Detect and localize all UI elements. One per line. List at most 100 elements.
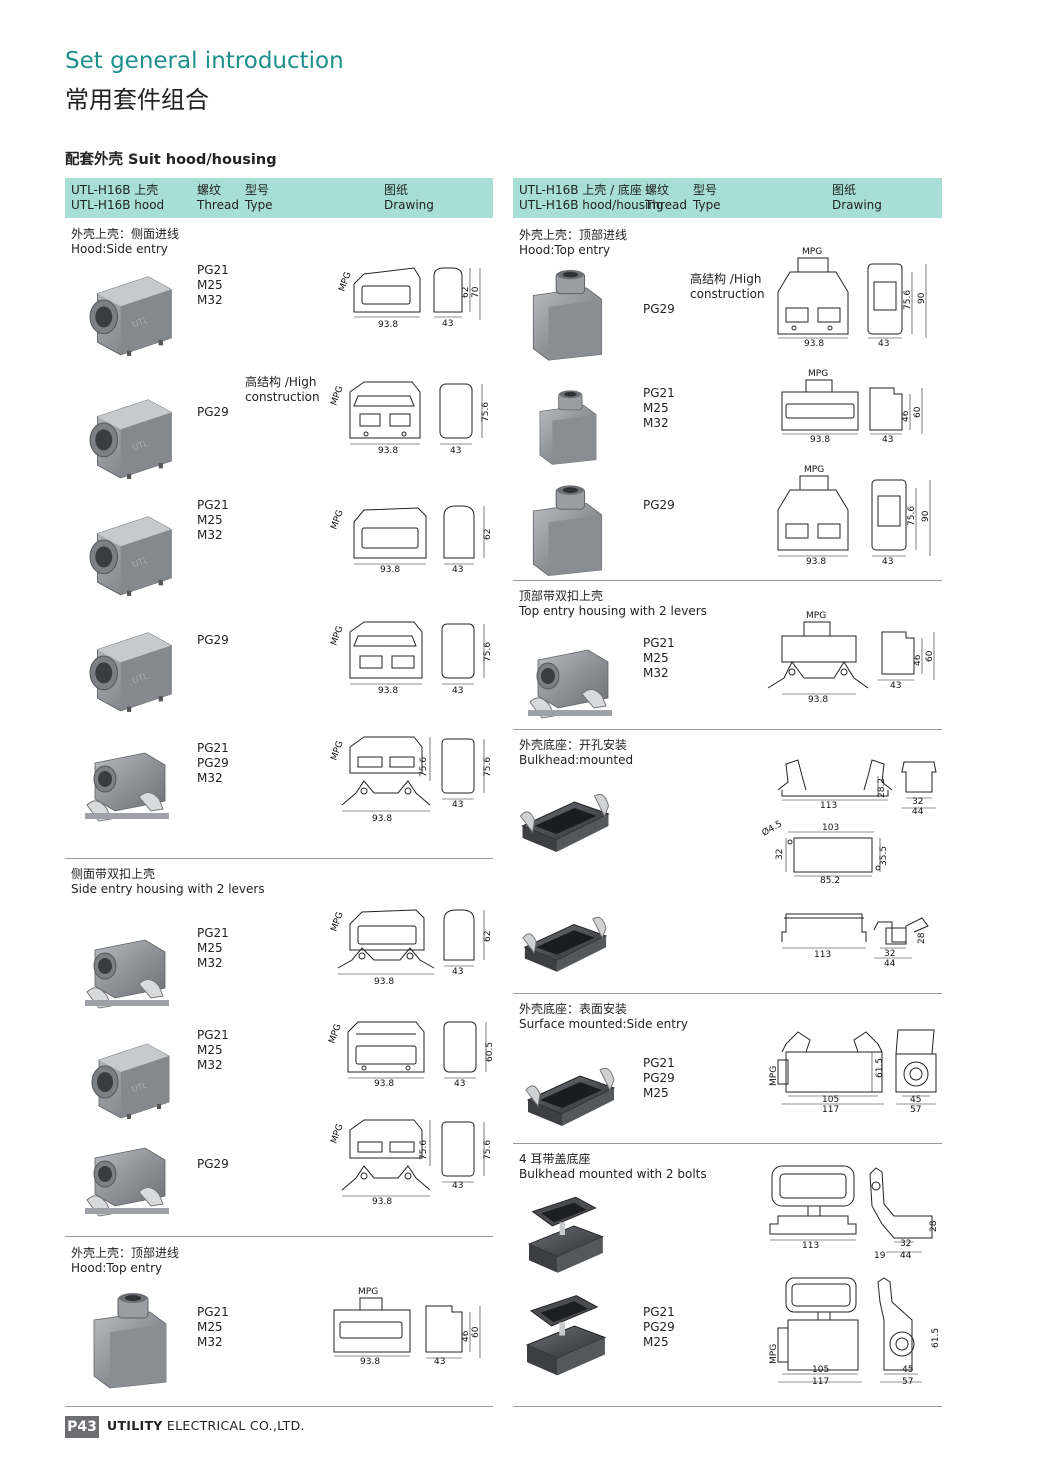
svg-text:35.5: 35.5: [879, 846, 889, 866]
svg-text:93.8: 93.8: [372, 1197, 392, 1207]
drawing-r7: 113 32 19 44 28: [769, 1165, 939, 1261]
svg-text:75.6: 75.6: [483, 757, 493, 777]
svg-text:MPG: MPG: [329, 385, 345, 407]
page-title-en: Set general introduction: [65, 48, 344, 74]
drawing-r3: MPG 93.8 43 75.6 90: [777, 465, 931, 567]
svg-text:93.8: 93.8: [804, 339, 824, 349]
drawing-r6: MPG 61.5 105 117 45 57: [769, 1029, 937, 1115]
thread-r3: PG29: [643, 498, 675, 512]
svg-text:43: 43: [452, 1181, 463, 1191]
hood-side-entry-low-photo: [89, 516, 172, 597]
svg-text:32: 32: [900, 1239, 911, 1249]
svg-text:43: 43: [882, 435, 893, 445]
drawing-l5: 93.8 MPG 75.6 43 75.6: [329, 736, 493, 824]
svg-text:MPG: MPG: [358, 1287, 378, 1297]
svg-text:MPG: MPG: [802, 247, 822, 257]
svg-text:113: 113: [820, 801, 837, 811]
svg-text:MPG: MPG: [329, 740, 345, 762]
thread-l4: PG29: [197, 633, 229, 647]
svg-text:43: 43: [450, 446, 461, 456]
hood-side-entry-photo: [89, 276, 172, 357]
svg-text:93.8: 93.8: [360, 1357, 380, 1367]
drawing-r4: MPG 93.8 43 46 60: [767, 611, 935, 705]
separator-l1: [65, 858, 493, 859]
svg-text:43: 43: [452, 686, 463, 696]
drawing-l3: 93.8 MPG 43 62: [329, 505, 493, 575]
thread-r4: PG21 M25 M32: [643, 636, 675, 680]
svg-text:46: 46: [901, 410, 911, 422]
svg-text:43: 43: [442, 319, 453, 329]
svg-text:MPG: MPG: [804, 465, 824, 475]
svg-text:43: 43: [434, 1357, 445, 1367]
svg-text:43: 43: [882, 557, 893, 567]
svg-text:62: 62: [461, 287, 471, 298]
svg-text:75.6: 75.6: [481, 402, 491, 422]
page-number-badge: P43: [65, 1416, 99, 1438]
svg-text:85.2: 85.2: [820, 876, 840, 886]
svg-text:43: 43: [452, 565, 463, 575]
svg-text:113: 113: [802, 1241, 819, 1251]
svg-text:MPG: MPG: [769, 1066, 779, 1086]
svg-text:61.5: 61.5: [931, 1328, 940, 1348]
hood-top-entry-photo: [93, 1292, 167, 1389]
svg-text:93.8: 93.8: [380, 565, 400, 575]
bulkhead-housing-photo: [519, 793, 610, 853]
thread-l1: PG21 M25 M32: [197, 263, 229, 307]
hood-side-entry-pg29-photo: [89, 632, 172, 713]
drawing-l2: 93.8 MPG 43 75.6: [329, 381, 491, 456]
svg-text:MPG: MPG: [337, 271, 353, 293]
svg-text:75.6: 75.6: [483, 642, 493, 662]
svg-text:44: 44: [900, 1251, 912, 1261]
note-high-construction-r: 高结构 /High construction: [690, 272, 765, 301]
svg-text:105: 105: [812, 1365, 829, 1375]
svg-text:43: 43: [878, 339, 889, 349]
svg-text:MPG: MPG: [769, 1344, 779, 1364]
separator-l2: [65, 1236, 493, 1237]
svg-text:61.5: 61.5: [875, 1058, 885, 1078]
drawing-r8: MPG 105 117 45 57 61.5: [769, 1277, 940, 1387]
svg-text:90: 90: [921, 510, 931, 522]
drawing-l1: 93.8 MPG 43 62 70: [337, 267, 481, 330]
hood-top-entry-low-photo: [539, 389, 597, 465]
thread-r6: PG21 PG29 M25: [643, 1056, 675, 1100]
svg-text:MPG: MPG: [329, 911, 345, 933]
svg-text:MPG: MPG: [329, 509, 345, 531]
drawing-l4: 93.8 MPG 43 75.6: [329, 621, 493, 696]
side-entry-lever-housing-2-photo: [91, 1043, 170, 1120]
svg-text:MPG: MPG: [806, 611, 826, 621]
svg-text:57: 57: [902, 1377, 913, 1387]
svg-text:105: 105: [822, 1095, 839, 1105]
drawing-r5: 113 28.2 32 44 Ø4.5 103 32 35.5 85.2 113…: [762, 759, 937, 969]
thread-l9: PG21 M25 M32: [197, 1305, 229, 1349]
svg-text:62: 62: [483, 931, 493, 942]
thread-r8: PG21 PG29 M25: [643, 1305, 675, 1349]
svg-text:60: 60: [913, 406, 923, 418]
svg-text:43: 43: [454, 1079, 465, 1089]
svg-text:75.6: 75.6: [419, 757, 429, 777]
bulkhead-housing-2-photo: [522, 916, 607, 973]
hood-top-entry-high-photo: [532, 269, 603, 361]
svg-text:46: 46: [913, 654, 923, 666]
drawing-r1: MPG 93.8 43 75.6 90: [777, 247, 927, 349]
svg-text:44: 44: [884, 959, 896, 969]
thread-l3: PG21 M25 M32: [197, 498, 229, 542]
page-title-cn: 常用套件组合: [65, 86, 209, 114]
svg-text:43: 43: [890, 681, 901, 691]
svg-text:45: 45: [910, 1095, 921, 1105]
svg-text:117: 117: [822, 1105, 839, 1115]
drawing-l8: 93.8 MPG 75.6 43 75.6: [329, 1119, 493, 1207]
svg-text:MPG: MPG: [329, 625, 345, 647]
svg-text:70: 70: [471, 286, 481, 298]
